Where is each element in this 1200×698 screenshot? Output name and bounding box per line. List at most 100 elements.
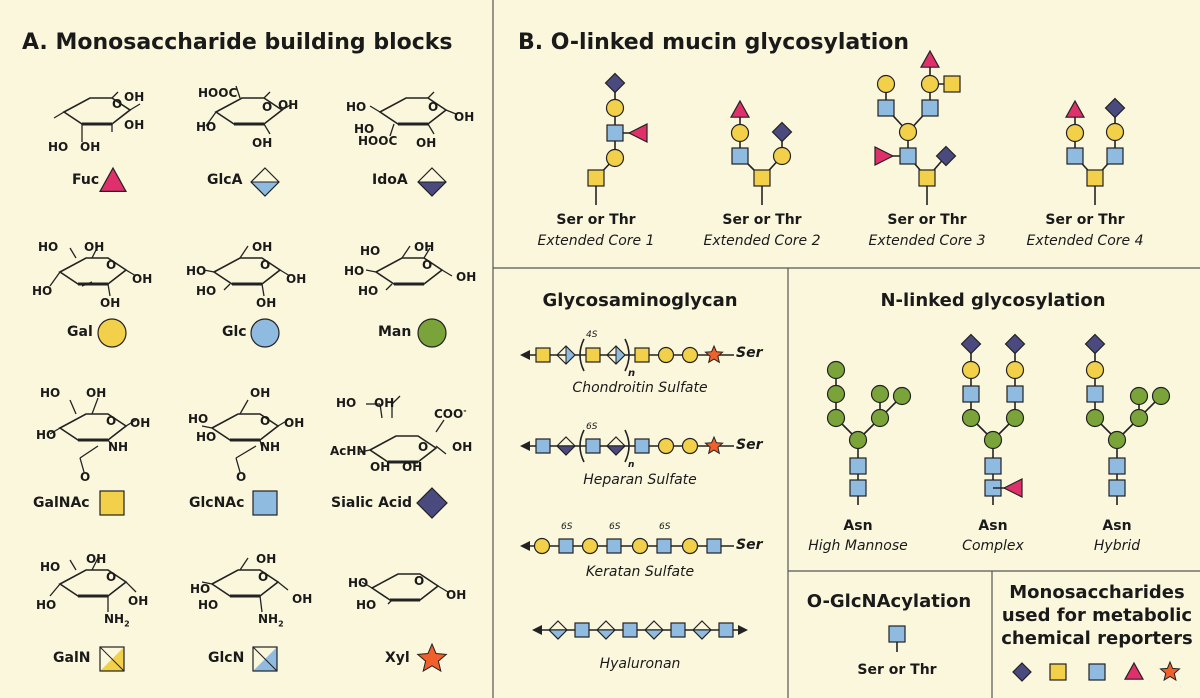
- atom-label: OH: [250, 386, 271, 400]
- repeat-bracket: [624, 338, 630, 372]
- arrow-head: [520, 541, 530, 551]
- gag-chondroitin-label: Chondroitin Sulfate: [572, 380, 708, 396]
- gag-hyaluronan-label: Hyaluronan: [599, 656, 681, 672]
- substituent-bond: [235, 445, 257, 459]
- atom-label: O: [422, 258, 433, 272]
- square-symbol: [252, 646, 278, 672]
- substituent-bond: [49, 427, 61, 435]
- atom-label: OH: [452, 440, 473, 454]
- substituent-bond: [91, 245, 99, 259]
- atom-label: HO: [358, 284, 379, 298]
- diamond-symbol: [604, 72, 626, 94]
- substituent-bond: [91, 397, 99, 415]
- circle-symbol: [1085, 360, 1105, 380]
- triangle-symbol: [627, 123, 648, 143]
- sugar-label-idoa: IdoA: [372, 172, 408, 188]
- repeat-bracket: [624, 429, 630, 463]
- atom-label: OH: [132, 272, 153, 286]
- substituent-bond: [223, 283, 231, 291]
- square-symbol: [1086, 169, 1104, 187]
- triangle-symbol: [98, 166, 128, 192]
- atom-label: HO: [196, 284, 217, 298]
- atom-label: HO: [40, 560, 61, 574]
- oglcnac-anchor: Ser or Thr: [857, 662, 937, 678]
- square-symbol: [585, 347, 601, 363]
- sugar-label-sialic-acid: Sialic Acid: [331, 495, 413, 511]
- core1-name: Extended Core 1: [537, 233, 655, 249]
- diamond-symbol: [250, 167, 280, 197]
- atom-label: OH: [278, 98, 299, 112]
- substituent-bond: [385, 283, 393, 291]
- atom-label: NH2: [104, 612, 130, 629]
- atom-label: COO-: [434, 406, 467, 421]
- triangle-symbol: [1123, 661, 1145, 680]
- circle-symbol: [876, 74, 896, 94]
- atom-label: HO: [40, 386, 61, 400]
- atom-label: HO: [188, 412, 209, 426]
- core2-name: Extended Core 2: [703, 233, 821, 249]
- sugar-label-glc: Glc: [222, 324, 247, 340]
- pyranose-ring: [370, 573, 440, 601]
- atom-label: OH: [416, 136, 437, 150]
- square-symbol: [921, 99, 939, 117]
- atom-label: OH: [128, 594, 149, 608]
- atom-label: OH: [284, 416, 305, 430]
- substituent-bond: [259, 439, 263, 449]
- circle-symbol: [605, 98, 625, 118]
- square-symbol: [585, 438, 601, 454]
- atom-label: HO: [48, 140, 69, 154]
- diamond-half-fill: [597, 630, 615, 639]
- circle-symbol: [826, 360, 846, 380]
- diamond-half-fill: [645, 630, 663, 639]
- keratan-6s-2: 6S: [609, 522, 621, 532]
- square-symbol: [574, 622, 590, 638]
- atom-label: HO: [344, 264, 365, 278]
- atom-label: O: [260, 258, 271, 272]
- substituent-bond: [235, 85, 241, 99]
- atom-label: HO: [196, 430, 217, 444]
- substituent-bond: [129, 103, 141, 111]
- repeat-bracket: [579, 429, 585, 463]
- circle-symbol: [920, 74, 940, 94]
- high-mannose-name: High Mannose: [808, 538, 908, 554]
- star-symbol: [1159, 660, 1181, 682]
- atom-label: HO: [186, 264, 207, 278]
- diamond-symbol: [935, 145, 957, 167]
- square-symbol: [587, 169, 605, 187]
- atom-label: HO: [336, 396, 357, 410]
- keratan-6s-1: 6S: [561, 522, 573, 532]
- atom-label: NH: [108, 440, 129, 454]
- circle-symbol: [1129, 408, 1149, 428]
- atom-label: O: [428, 100, 439, 114]
- heparan-ser: Ser: [736, 437, 763, 453]
- square-symbol: [962, 385, 980, 403]
- square-split-line: [252, 646, 278, 672]
- substituent-bond: [441, 269, 453, 277]
- square-symbol: [888, 625, 906, 643]
- circle-symbol: [961, 408, 981, 428]
- chondroitin-4s: 4S: [586, 330, 598, 340]
- atom-label: OH: [454, 110, 475, 124]
- keratan-ser: Ser: [736, 537, 763, 553]
- atom-label: O: [106, 258, 117, 272]
- substituent-bond: [263, 123, 271, 135]
- diamond-symbol: [1012, 662, 1032, 682]
- sugar-label-man: Man: [378, 324, 412, 340]
- circle-symbol: [1005, 360, 1025, 380]
- diamond-symbol: [1104, 97, 1126, 119]
- substituent-bond: [49, 583, 61, 597]
- atom-label: OH: [292, 592, 313, 606]
- substituent-bond: [79, 445, 99, 459]
- substituent-bond: [205, 111, 217, 127]
- atom-label: O: [112, 97, 123, 111]
- sugar-label-galn: GalN: [53, 650, 91, 666]
- atom-label: OH: [84, 240, 105, 254]
- substituent-bond: [239, 557, 249, 571]
- circle-symbol: [1107, 430, 1127, 450]
- keratan-6s-3: 6S: [659, 522, 671, 532]
- diamond-symbol: [417, 167, 447, 197]
- atom-label: O: [260, 414, 271, 428]
- diamond-half-fill: [607, 446, 625, 455]
- atom-label: OH: [80, 140, 101, 154]
